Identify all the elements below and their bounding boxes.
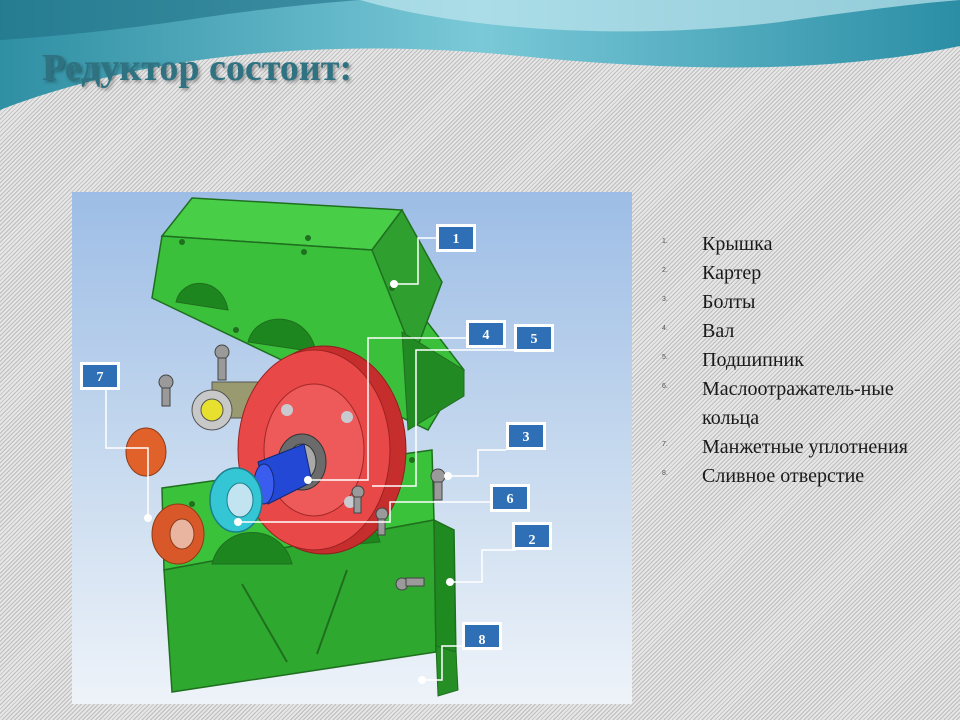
callout-3: 3 (506, 422, 546, 450)
list-item-label: Болты (702, 291, 756, 313)
callout-1: 1 (436, 224, 476, 252)
lip-seals (125, 427, 205, 565)
oil-deflector-ring (209, 467, 263, 533)
list-item: 3. Болты (662, 288, 952, 317)
gearbox-exploded-diagram: 1 4 5 7 3 6 2 8 (72, 192, 632, 704)
bolts (158, 344, 446, 591)
list-item-label: Крышка (702, 233, 773, 255)
list-item-number: 7. (662, 441, 668, 448)
list-item: 1. Крышка (662, 230, 952, 259)
list-item-number: 5. (662, 354, 668, 361)
list-item: 6. Маслоотражатель-ные кольца (662, 375, 952, 433)
list-item: 5. Подшипник (662, 346, 952, 375)
leader-lines (105, 237, 516, 681)
list-item-number: 6. (662, 383, 668, 390)
list-item-label: Сливное отверстие (702, 465, 865, 487)
bearing-and-shaft (253, 433, 327, 505)
list-item-label: Манжетные уплотнения (702, 436, 908, 458)
callout-3-label: 3 (523, 430, 530, 445)
list-item-number: 1. (662, 238, 668, 245)
list-item-number: 3. (662, 296, 668, 303)
list-item-number: 4. (662, 325, 668, 332)
slide-title: Редуктор состоит: (42, 47, 353, 89)
callout-6-label: 6 (507, 492, 514, 507)
list-item: 7. Манжетные уплотнения (662, 433, 952, 462)
parts-list: 1. Крышка 2. Картер 3. Болты 4. Вал 5. Подшип… (662, 230, 952, 491)
list-item: 8. Сливное отверстие (662, 462, 952, 491)
top-wave-banner (0, 0, 960, 110)
list-item-label: Картер (702, 262, 762, 284)
list-item: 4. Вал (662, 317, 952, 346)
callout-5: 5 (514, 324, 554, 352)
callout-6: 6 (490, 484, 530, 512)
callout-5-label: 5 (531, 332, 538, 347)
cover (151, 197, 465, 431)
callout-8-label: 8 (479, 633, 486, 648)
list-item-number: 2. (662, 267, 668, 274)
callout-8: 8 (462, 622, 502, 650)
callout-2: 2 (512, 522, 552, 550)
list-item-label: Вал (702, 320, 735, 342)
list-item-label: Подшипник (702, 349, 804, 371)
list-item-number: 8. (662, 470, 668, 477)
callout-2-label: 2 (529, 533, 536, 548)
callout-7: 7 (80, 362, 120, 390)
callout-boxes: 1 4 5 7 3 6 2 8 (80, 224, 554, 650)
callout-4: 4 (466, 320, 506, 348)
leader-dots (144, 280, 454, 684)
list-item-label: Маслоотражатель-ные кольца (702, 378, 894, 429)
list-item: 2. Картер (662, 259, 952, 288)
callout-4-label: 4 (483, 328, 490, 343)
callout-7-label: 7 (97, 370, 104, 385)
callout-1-label: 1 (453, 232, 460, 247)
